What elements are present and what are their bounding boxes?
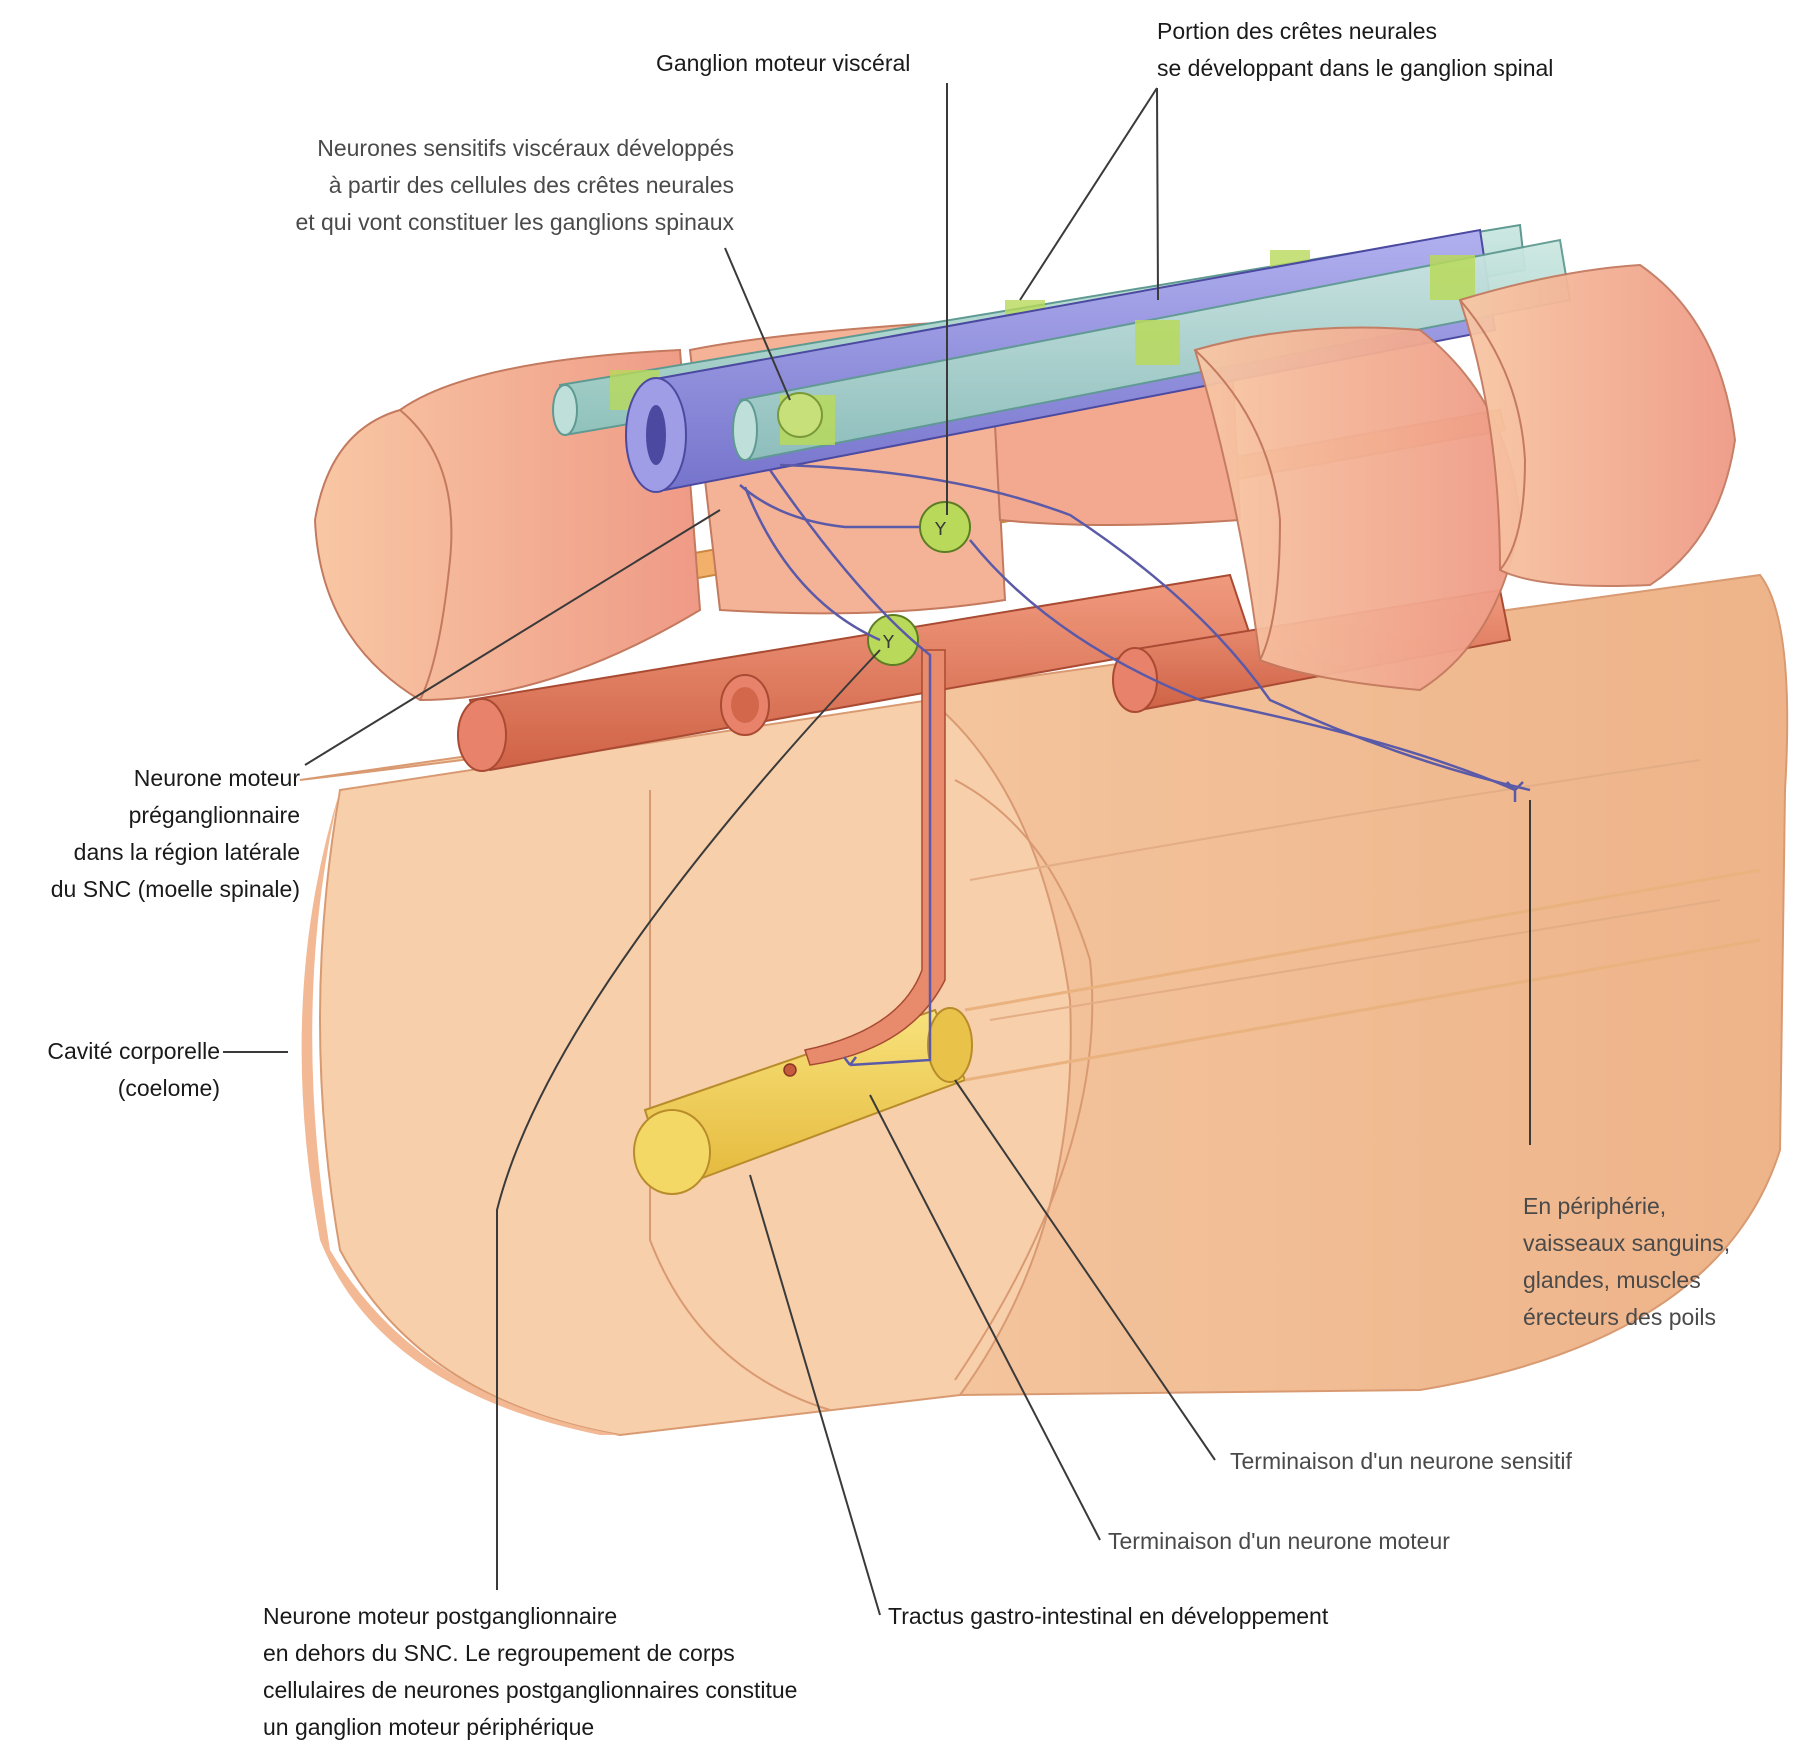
label-neurone-preganglionnaire: Neurone moteur préganglionnaire dans la … <box>51 760 300 908</box>
label-line: en dehors du SNC. Le regroupement de cor… <box>263 1635 797 1672</box>
label-line: Portion des crêtes neurales <box>1157 13 1553 50</box>
label-line: et qui vont constituer les ganglions spi… <box>295 204 734 241</box>
label-ganglion-moteur-visceral: Ganglion moteur viscéral <box>656 45 910 82</box>
label-line: Ganglion moteur viscéral <box>656 45 910 82</box>
label-line: cellulaires de neurones postganglionnair… <box>263 1672 797 1709</box>
label-line: (coelome) <box>47 1070 220 1107</box>
label-line: du SNC (moelle spinale) <box>51 871 300 908</box>
label-line: Tractus gastro-intestinal en développeme… <box>888 1598 1328 1635</box>
label-line: Neurone moteur <box>51 760 300 797</box>
label-line: Neurones sensitifs viscéraux développés <box>295 130 734 167</box>
svg-text:Y: Y <box>882 632 895 653</box>
label-neurone-postganglionnaire: Neurone moteur postganglionnaire en deho… <box>263 1598 797 1746</box>
label-line: Cavité corporelle <box>47 1033 220 1070</box>
label-line: se développant dans le ganglion spinal <box>1157 50 1553 87</box>
label-line: Terminaison d'un neurone sensitif <box>1230 1443 1572 1480</box>
label-terminaison-sensitif: Terminaison d'un neurone sensitif <box>1230 1443 1572 1480</box>
svg-text:Y: Y <box>934 519 947 540</box>
label-line: préganglionnaire <box>51 797 300 834</box>
label-cavite-corporelle: Cavité corporelle (coelome) <box>47 1033 220 1107</box>
label-tractus-gastro-intestinal: Tractus gastro-intestinal en développeme… <box>888 1598 1328 1635</box>
label-portion-cretes-neurales: Portion des crêtes neurales se développa… <box>1157 13 1553 87</box>
label-neurones-sensitifs-visceraux: Neurones sensitifs viscéraux développés … <box>295 130 734 241</box>
label-line: érecteurs des poils <box>1523 1299 1730 1336</box>
label-line: vaisseaux sanguins, <box>1523 1225 1730 1262</box>
label-line: un ganglion moteur périphérique <box>263 1709 797 1746</box>
label-line: à partir des cellules des crêtes neurale… <box>295 167 734 204</box>
label-line: dans la région latérale <box>51 834 300 871</box>
label-line: En périphérie, <box>1523 1188 1730 1225</box>
label-line: Neurone moteur postganglionnaire <box>263 1598 797 1635</box>
label-peripherie: En périphérie, vaisseaux sanguins, gland… <box>1523 1188 1730 1336</box>
label-line: Terminaison d'un neurone moteur <box>1108 1523 1450 1560</box>
label-terminaison-moteur: Terminaison d'un neurone moteur <box>1108 1523 1450 1560</box>
label-line: glandes, muscles <box>1523 1262 1730 1299</box>
